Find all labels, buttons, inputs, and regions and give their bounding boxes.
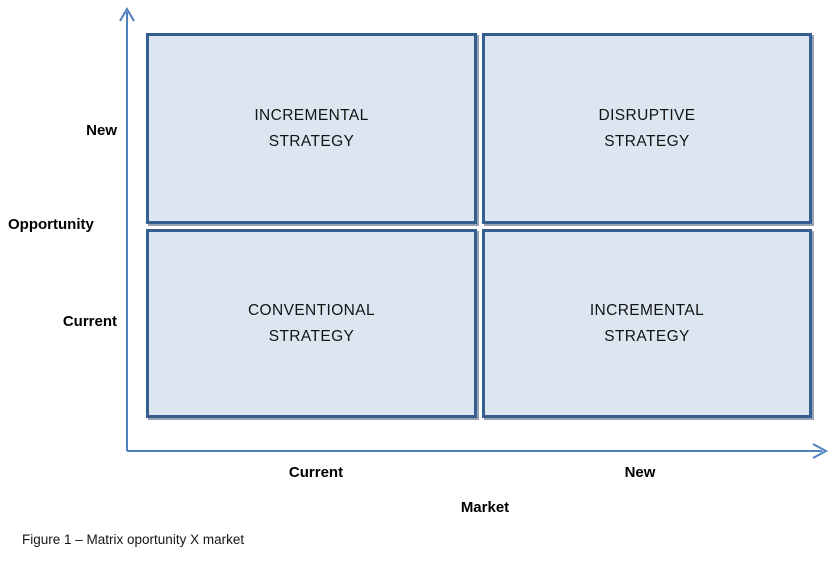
y-axis-title: Opportunity bbox=[8, 216, 94, 233]
quadrant-label-line: INCREMENTAL bbox=[254, 106, 369, 124]
x-axis-arrow bbox=[812, 443, 829, 459]
quadrant-label-line: STRATEGY bbox=[268, 327, 355, 345]
quadrant-label-line: DISRUPTIVE bbox=[598, 106, 696, 124]
quadrant-bottom-left: CONVENTIONAL STRATEGY bbox=[146, 229, 477, 418]
quadrant-label-line: STRATEGY bbox=[268, 132, 355, 150]
quadrant-bottom-right: INCREMENTAL STRATEGY bbox=[482, 229, 812, 418]
quadrant-label-line: STRATEGY bbox=[604, 132, 690, 150]
y-axis-tick-current: Current bbox=[62, 313, 117, 330]
x-axis-tick-new: New bbox=[624, 464, 656, 481]
quadrant-top-left: INCREMENTAL STRATEGY bbox=[146, 33, 477, 224]
quadrant-label-line: INCREMENTAL bbox=[589, 301, 705, 319]
y-axis-arrow bbox=[119, 7, 135, 22]
x-axis-title: Market bbox=[460, 499, 510, 516]
x-axis-tick-current: Current bbox=[288, 464, 344, 481]
quadrant-top-right: DISRUPTIVE STRATEGY bbox=[482, 33, 812, 224]
figure-caption: Figure 1 – Matrix oportunity X market bbox=[22, 532, 245, 547]
quadrant-label-line: CONVENTIONAL bbox=[247, 301, 376, 319]
quadrant-label-line: STRATEGY bbox=[604, 327, 690, 345]
y-axis-tick-new: New bbox=[86, 122, 117, 139]
